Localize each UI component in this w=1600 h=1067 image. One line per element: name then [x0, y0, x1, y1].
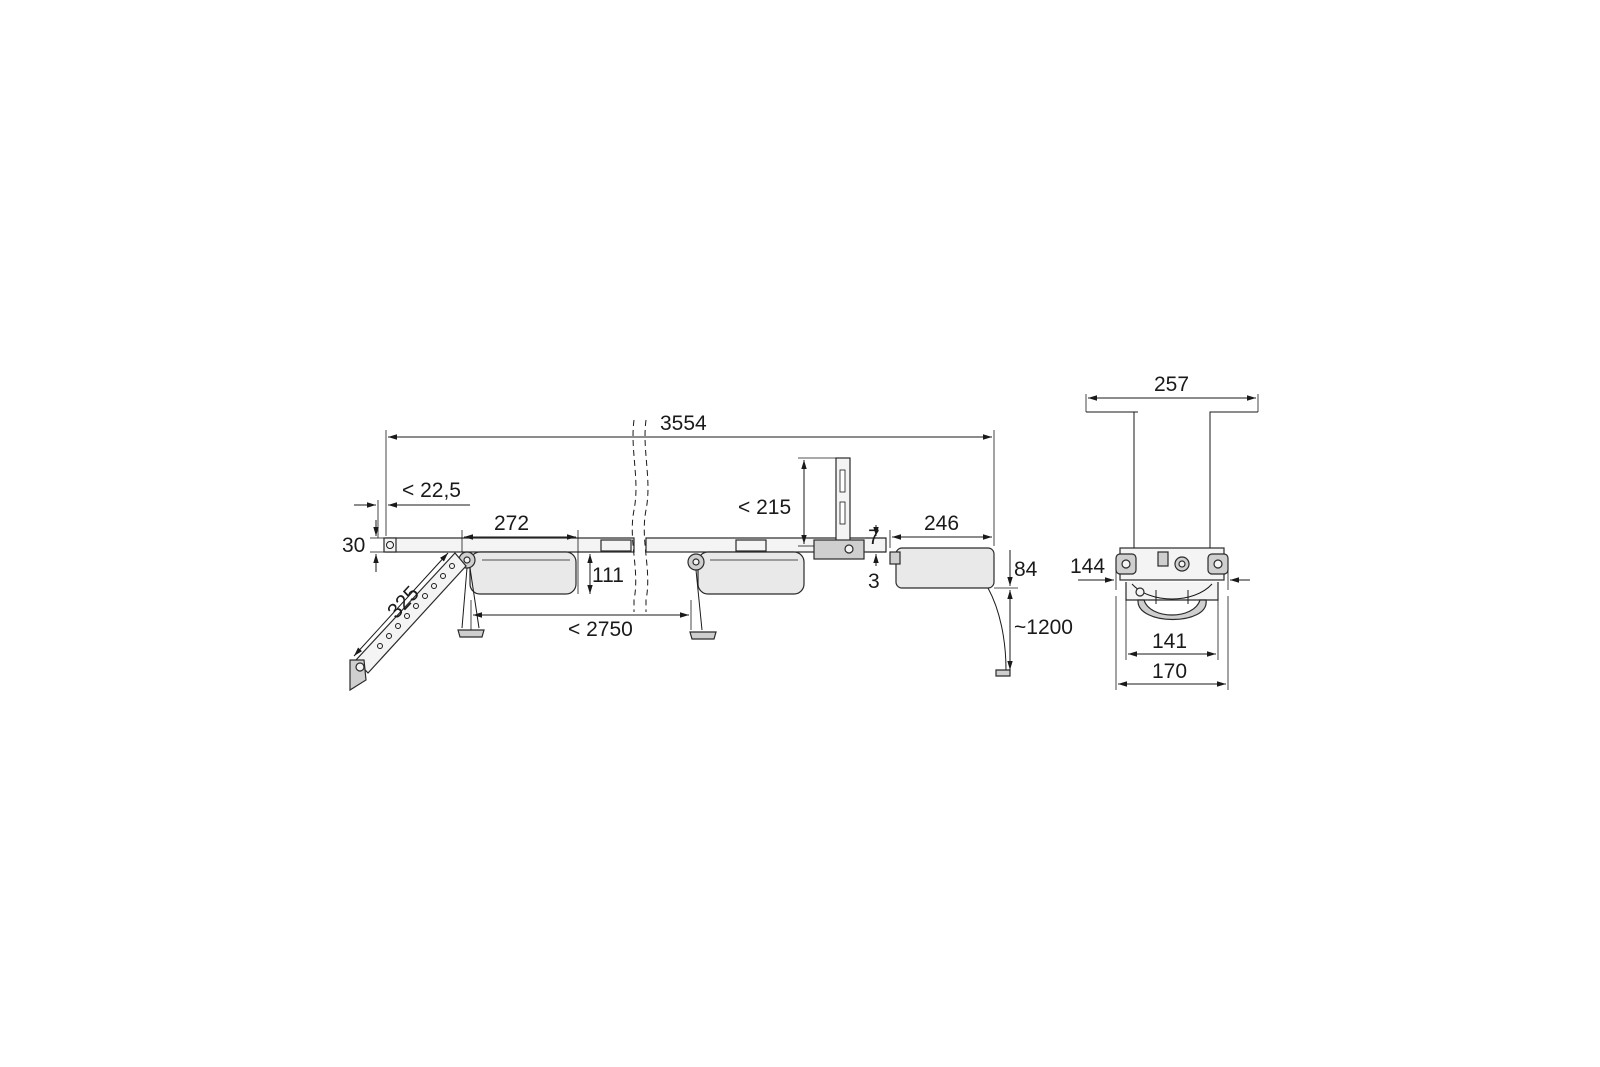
rail [383, 537, 887, 553]
dim-inner-width: 141 [1152, 630, 1187, 653]
end-unit [889, 547, 1011, 677]
dim-gap-top: 7 [868, 526, 880, 549]
motor-unit-rear [687, 551, 805, 640]
dimension-lines [353, 430, 1018, 670]
dim-motor-height: 111 [592, 564, 624, 587]
dim-rail-height: 30 [342, 534, 365, 557]
dim-outer-width: 170 [1152, 660, 1187, 683]
dim-end-unit-length: 246 [924, 512, 959, 535]
carriage-body [1115, 547, 1229, 621]
side-view: 3554 < 22,5 30 325 272 111 < 2750 < 215 … [342, 412, 1073, 692]
dim-end-unit-height: 84 [1014, 558, 1038, 581]
dim-cable-length: ~1200 [1014, 616, 1073, 639]
dim-bracket-height: < 215 [738, 496, 791, 519]
dim-gap-bottom: 3 [868, 570, 880, 593]
end-view-dimension-lines [1078, 394, 1259, 690]
motor-unit-front [457, 551, 577, 638]
end-view: 257 144 141 170 [1070, 373, 1259, 690]
break-lines [631, 419, 649, 612]
dim-travel: < 2750 [568, 618, 633, 641]
bracket [813, 457, 865, 560]
dim-overall-length: 3554 [660, 412, 707, 435]
dim-front-offset: < 22,5 [402, 479, 461, 502]
dim-motor-length: 272 [494, 512, 529, 535]
dim-end-height: 144 [1070, 555, 1105, 578]
suspension-rods [1086, 411, 1258, 548]
arm [349, 552, 467, 692]
dim-top-width: 257 [1154, 373, 1189, 396]
